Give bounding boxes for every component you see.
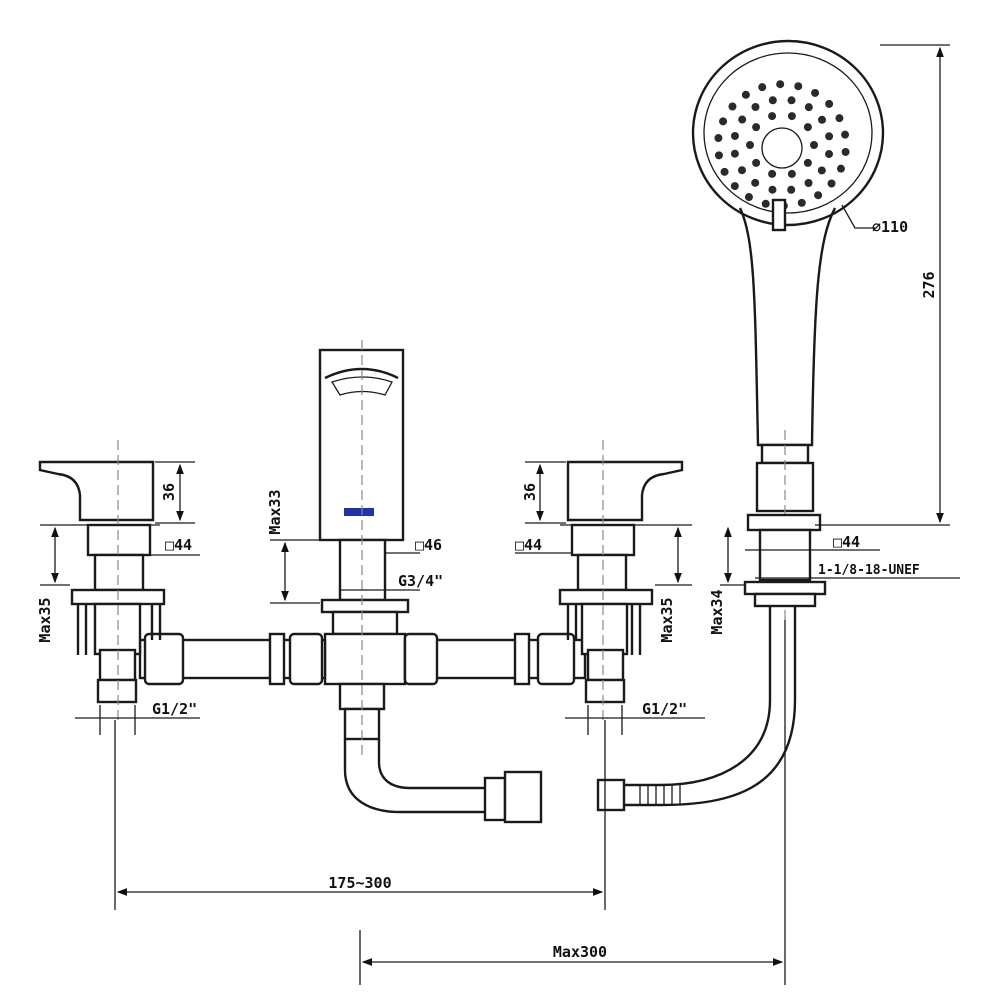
shower-holder xyxy=(596,513,827,812)
nozzle-hole xyxy=(751,102,760,111)
nozzle-hole xyxy=(787,185,796,194)
right-handle-height-label: 36 xyxy=(521,483,539,501)
left-max-depth-label: Max35 xyxy=(36,597,54,642)
nozzle-hole xyxy=(752,123,761,132)
nozzle-hole xyxy=(738,115,747,124)
nozzle-hole xyxy=(744,193,753,202)
nozzle-hole xyxy=(730,182,739,191)
nozzle-hole xyxy=(825,150,834,159)
shower-diameter-label: ∅110 xyxy=(872,218,908,236)
nozzle-hole xyxy=(797,198,806,207)
nozzle-hole xyxy=(825,99,834,108)
holder-thread-label: 1-1/8-18-UNEF xyxy=(818,563,920,578)
holder-square-label: □44 xyxy=(833,533,860,551)
nozzle-hole xyxy=(787,169,796,178)
nozzle-hole xyxy=(730,131,739,140)
nozzle-hole xyxy=(737,166,746,175)
right-max-depth-label: Max35 xyxy=(658,597,676,642)
nozzle-hole xyxy=(768,96,777,105)
nozzle-hole xyxy=(758,83,767,92)
nozzle-hole xyxy=(714,151,723,160)
nozzle-hole xyxy=(835,114,844,123)
nozzle-hole xyxy=(746,141,754,149)
nozzle-hole xyxy=(827,179,836,188)
nozzle-hole xyxy=(804,179,813,188)
nozzle-hole xyxy=(714,134,723,143)
nozzle-hole xyxy=(818,115,827,124)
left-handle-valve xyxy=(38,440,166,720)
right-handle-square-label: □44 xyxy=(515,536,542,554)
nozzle-hole xyxy=(741,90,750,99)
nozzle-hole xyxy=(719,117,728,126)
nozzle-hole xyxy=(825,132,834,141)
nozzle-hole xyxy=(804,103,813,112)
nozzle-hole xyxy=(794,82,803,91)
nozzle-hole xyxy=(803,123,812,132)
nozzle-hole xyxy=(836,164,845,173)
spout-max-height-label: Max33 xyxy=(266,489,284,534)
nozzle-hole xyxy=(768,185,777,194)
nozzle-hole xyxy=(811,88,820,97)
connecting-pipe xyxy=(138,632,587,686)
nozzle-hole xyxy=(761,199,770,208)
nozzle-hole xyxy=(776,80,785,89)
holder-max-depth-label: Max34 xyxy=(708,589,726,634)
nozzle-hole xyxy=(817,166,826,175)
nozzle-hole xyxy=(803,158,812,167)
nozzle-hole xyxy=(810,141,818,149)
spout-square-label: □46 xyxy=(415,536,442,554)
left-inlet-thread-label: G1/2" xyxy=(152,700,197,718)
hand-shower xyxy=(691,39,885,620)
nozzle-hole xyxy=(841,147,850,156)
nozzle-hole xyxy=(728,102,737,111)
nozzle-hole xyxy=(720,167,729,176)
spout xyxy=(318,340,543,824)
left-handle-height-label: 36 xyxy=(160,483,178,501)
spout-thread-label: G3/4" xyxy=(398,572,443,590)
handle-spacing-label: 175~300 xyxy=(328,874,391,892)
dimension-lines xyxy=(40,44,960,985)
nozzle-hole xyxy=(752,158,761,167)
nozzle-hole xyxy=(841,130,850,139)
brand-logo xyxy=(344,508,374,516)
nozzle-hole xyxy=(768,169,777,178)
nozzle-hole xyxy=(768,112,777,121)
left-handle-square-label: □44 xyxy=(165,536,192,554)
shower-max-distance-label: Max300 xyxy=(553,943,607,961)
nozzle-hole xyxy=(751,178,760,187)
nozzle-hole xyxy=(730,149,739,158)
handshower-height-label: 276 xyxy=(920,271,938,298)
nozzle-hole xyxy=(787,96,796,105)
right-inlet-thread-label: G1/2" xyxy=(642,700,687,718)
nozzle-hole xyxy=(787,112,796,121)
spray-nozzles xyxy=(714,80,850,210)
nozzle-hole xyxy=(814,191,823,200)
